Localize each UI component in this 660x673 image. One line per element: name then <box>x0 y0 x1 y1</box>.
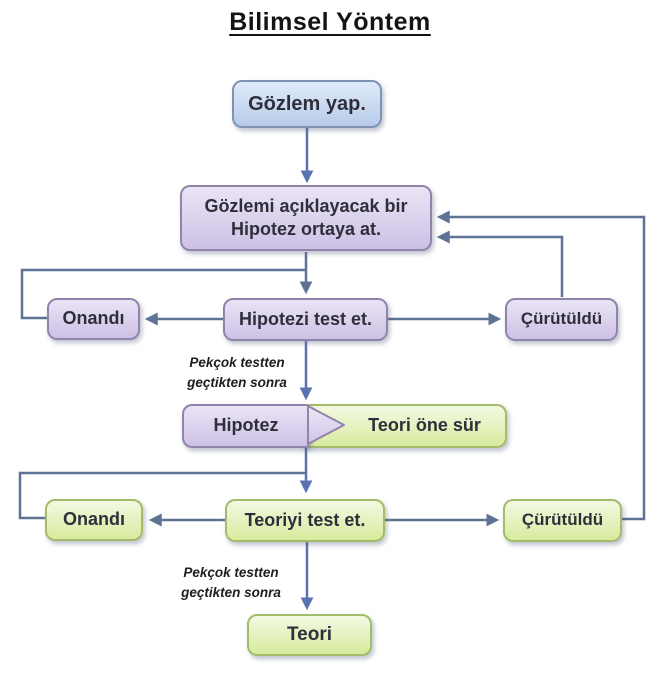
node-confirmed-2: Onandı <box>45 499 143 541</box>
node-refuted-2: Çürütüldü <box>503 499 622 542</box>
node-hypothesize: Gözlemi açıklayacak bir Hipotez ortaya a… <box>180 185 432 251</box>
page-title: Bilimsel Yöntem <box>229 8 431 36</box>
annotation-after-many-tests-1: Pekçok testten geçtikten sonra <box>187 355 287 391</box>
annotation-after-many-tests-2: Pekçok testten geçtikten sonra <box>181 565 281 601</box>
node-observe: Gözlem yap. <box>232 80 382 128</box>
node-confirmed-1: Onandı <box>47 298 140 340</box>
node-hypothesis: Hipotez <box>182 404 310 448</box>
edge-confirmed2-loop-to-test <box>18 471 305 520</box>
edge-refuted1-loop-to-hypothesize <box>436 230 564 297</box>
edge-confirmed1-loop-to-test <box>20 268 305 320</box>
edge-refuted2-loop-to-hypothesize <box>436 210 646 521</box>
node-test-hypothesis: Hipotezi test et. <box>223 298 388 341</box>
hypothesis-arrow-point <box>307 405 345 445</box>
node-refuted-1: Çürütüldü <box>505 298 618 341</box>
node-theory: Teori <box>247 614 372 656</box>
node-test-theory: Teoriyi test et. <box>225 499 385 542</box>
